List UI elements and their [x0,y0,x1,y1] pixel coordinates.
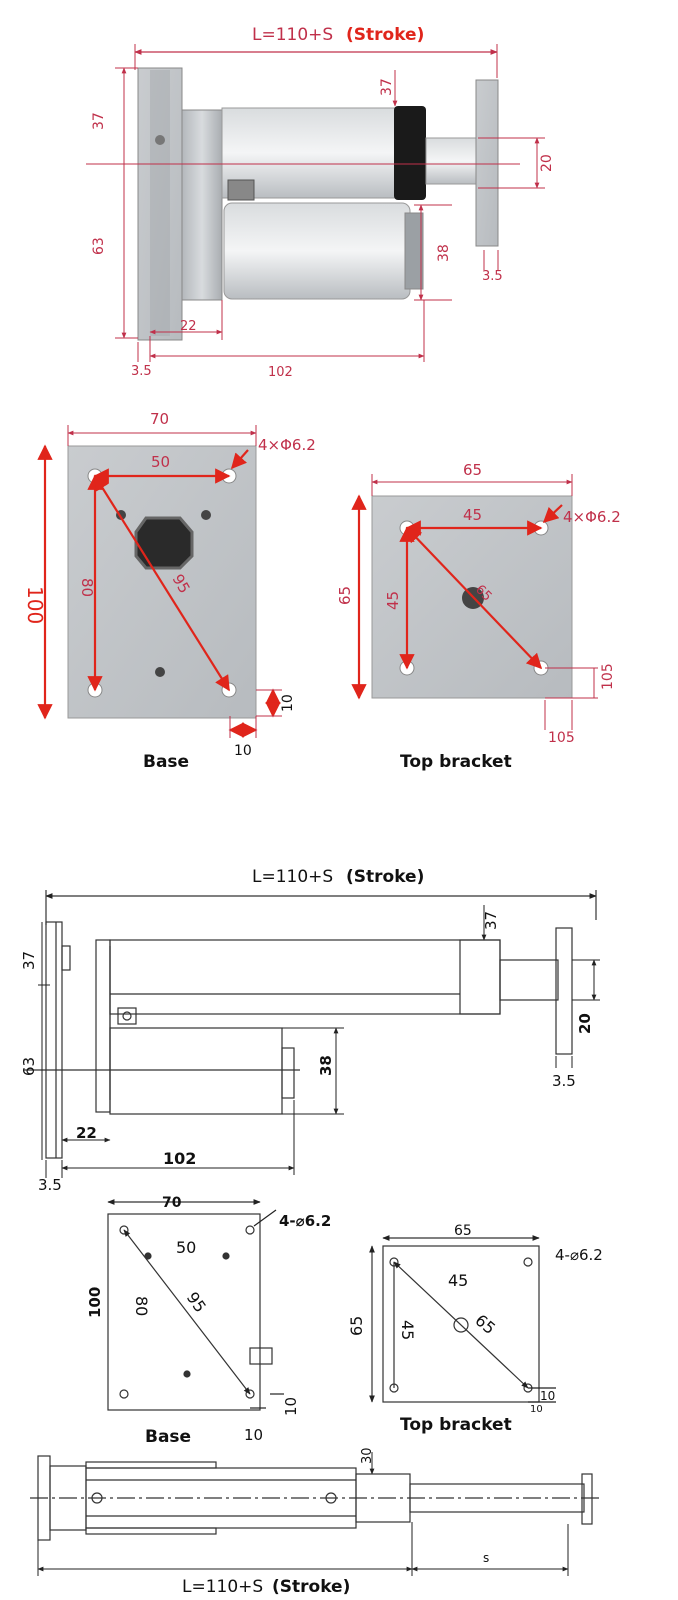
drawing-base-width-70: 70 [162,1195,182,1211]
photo-dim-bottom-102: 102 [268,365,293,380]
drawing-side-length-formula: L=110+S [182,1577,263,1597]
drawing-base-holes: 4-⌀6.2 [279,1212,331,1230]
drawing-dim-right-20: 20 [576,1013,594,1034]
drawing-base-face [107,1213,261,1411]
drawing-dim-bottom-22: 22 [76,1124,97,1142]
drawing-base-caption: Base [145,1427,191,1447]
photo-base-offset-y: 10 [280,694,296,712]
drawing-base-plate [45,921,63,1159]
photo-top-bracket-plate [475,79,499,247]
photo-bracket-holes: 4×Φ6.2 [563,508,621,526]
photo-bracket-offset-x: 105 [548,730,575,746]
drawing-top-bracket-view: 65 4-⌀6.2 45 65 45 65 10 10 Top bracket [347,1223,603,1435]
drawing-top-bracket-face [382,1245,540,1403]
drawing-base-spacing-80: 80 [132,1296,151,1316]
photo-bracket-offset-y: 105 [600,663,616,690]
photo-base-holes: 4×Φ6.2 [258,436,316,454]
photo-dim-motor-38: 38 [436,244,452,262]
photo-dim-left-37: 37 [91,112,107,130]
drawing-top-bracket-plate [555,927,573,1055]
drawing-piston-rod [499,959,559,1001]
photo-base-view: 70 50 4×Φ6.2 100 80 95 10 10 Base [23,410,316,772]
photo-piston-rod [425,137,479,185]
drawing-length-formula: L=110+S [252,867,333,887]
photo-length-formula: L=110+S [252,25,333,45]
photo-base-width-70: 70 [150,410,169,428]
drawing-side-dim-30: 30 [360,1447,375,1464]
photo-motor [223,202,411,300]
drawing-dim-left-63: 63 [20,1057,38,1076]
drawing-dim-motor-38: 38 [317,1055,335,1076]
photo-dim-right-20: 20 [539,154,555,172]
photo-bracket-width-65: 65 [463,461,482,479]
drawing-bracket-spacing-45: 45 [448,1271,468,1290]
photo-top-bracket-view: 65 45 4×Φ6.2 65 45 65 105 105 Top bracke… [336,461,621,772]
drawing-outer-tube [109,939,501,1015]
drawing-actuator-view: L=110+S (Stroke) [20,867,600,1194]
drawing-base-offset-y: 10 [282,1397,300,1416]
photo-base-height-100: 100 [23,586,47,624]
drawing-dim-bottom-102: 102 [163,1149,196,1168]
drawing-base-spacing-50: 50 [176,1238,196,1257]
photo-base-spacing-80: 80 [78,578,96,597]
drawing-bracket-offset-y: 10 [540,1389,555,1403]
photo-tube-collar [394,106,426,200]
drawing-bracket-diagonal: 65 [471,1311,499,1339]
photo-dim-left-63: 63 [91,237,107,255]
photo-dim-bottom-22: 22 [180,319,197,334]
photo-dim-bottom-3-5: 3.5 [131,364,152,379]
drawing-bracket-width-65: 65 [454,1223,472,1239]
photo-base-caption: Base [143,752,189,772]
drawing-bracket-height-65: 65 [347,1316,366,1336]
drawing-side-stroke-label: (Stroke) [272,1577,350,1597]
drawing-base-view: 70 4-⌀6.2 50 100 80 95 10 10 Base [86,1195,331,1447]
drawing-dim-left-37: 37 [20,951,38,970]
drawing-bracket-caption: Top bracket [400,1415,512,1435]
drawing-dim-bottom-3-5: 3.5 [38,1176,62,1194]
photo-bracket-height: 65 [336,586,354,605]
photo-actuator-view: L=110+S (Stroke) [86,25,555,380]
photo-dim-right-3-5: 3.5 [482,269,503,284]
photo-bracket-spacing-45: 45 [463,506,482,524]
photo-gear-housing [181,109,223,301]
photo-dim-top-37: 37 [379,78,395,96]
drawing-side-dim-s: s [483,1551,489,1565]
drawing-bracket-offset-x: 10 [530,1404,543,1415]
photo-base-offset-x: 10 [234,743,252,759]
drawing-bracket-spacing-y: 45 [398,1320,417,1340]
drawing-base-offset-x: 10 [244,1426,263,1444]
photo-bracket-spacing-y: 45 [384,591,402,610]
drawing-dim-top-37: 37 [482,911,500,930]
drawing-dim-right-3-5: 3.5 [552,1072,576,1090]
photo-base-spacing-50: 50 [151,453,170,471]
drawing-motor [109,1027,283,1115]
drawing-base-height-100: 100 [86,1287,104,1318]
photo-base-center-cutout [134,516,194,570]
drawing-side-top-bracket [581,1473,593,1525]
drawing-side-view: 30 s L=110+S (Stroke) [30,1447,600,1597]
photo-bracket-caption: Top bracket [400,752,512,772]
drawing-stroke-label: (Stroke) [346,867,424,887]
photo-stroke-label: (Stroke) [346,25,424,45]
drawing-bracket-holes: 4-⌀6.2 [555,1246,603,1264]
